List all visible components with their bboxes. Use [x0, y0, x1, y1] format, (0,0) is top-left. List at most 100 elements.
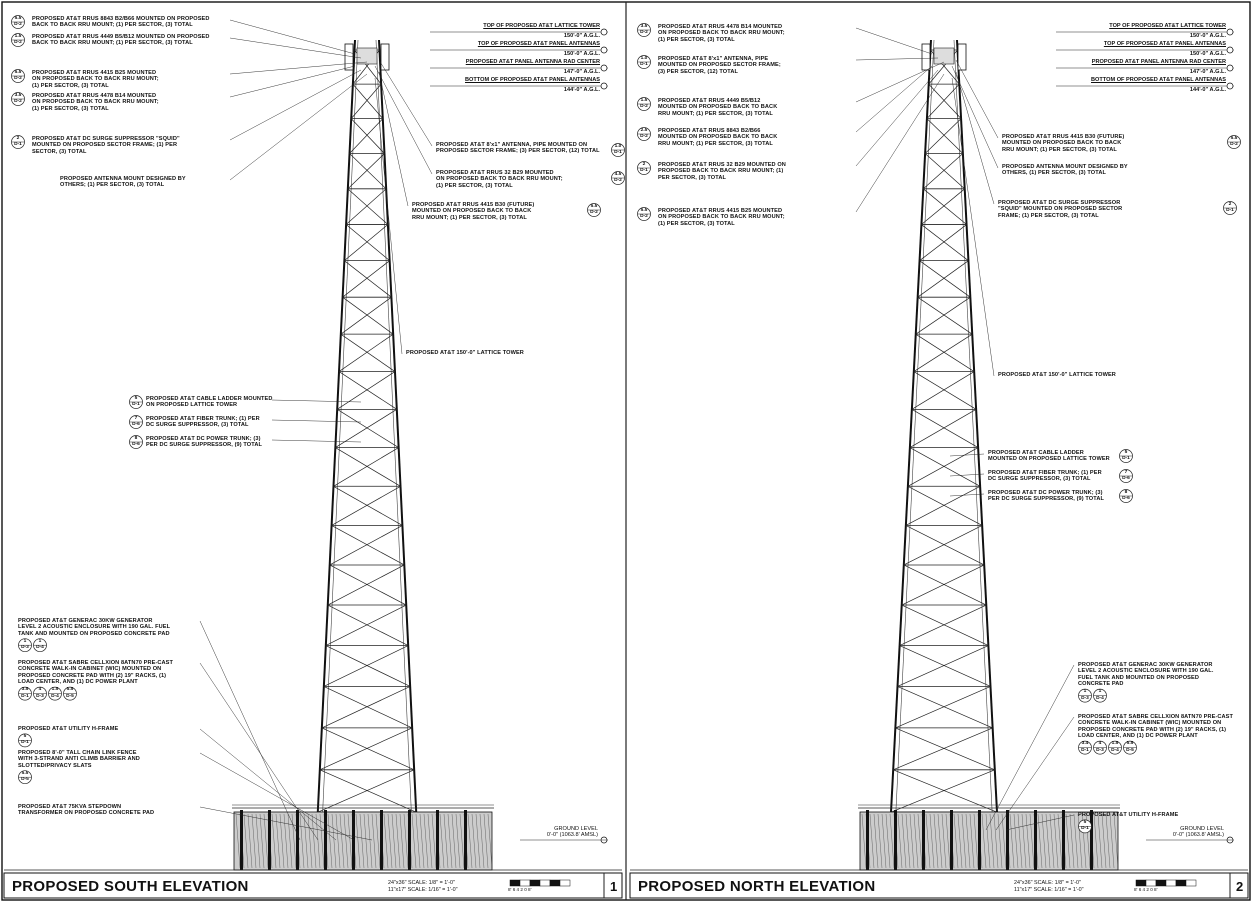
leader-line — [199, 620, 301, 841]
detail-callout-tag: 5.5 D-2 — [14, 69, 22, 81]
tower-brace — [338, 333, 394, 372]
leader-line — [199, 752, 355, 841]
fence-mesh — [997, 813, 1003, 869]
fence-post — [408, 810, 411, 870]
equipment-note: PROPOSED AT&T RRUS 4478 B14 MOUNTED ON P… — [32, 93, 159, 112]
tower-leg-right — [378, 39, 420, 871]
leader-line — [995, 716, 1075, 831]
fence-mesh — [411, 813, 417, 869]
detail-callout-tag: 5 D-1 — [1081, 820, 1089, 832]
tower-brace — [893, 769, 998, 813]
fence-mesh — [439, 813, 445, 869]
fence-mesh — [391, 813, 397, 869]
detail-callout-tag: 5.5 D-5 — [66, 687, 74, 699]
scale-note: 24"x36" SCALE: 1/8" = 1'-0" 11"x17" SCAL… — [388, 880, 458, 893]
tower-brace — [903, 525, 983, 566]
fence-post — [922, 810, 925, 870]
tower-brace — [337, 371, 396, 410]
detail-callout-tag: 4.5 D-2 — [614, 171, 622, 183]
fence-mesh — [243, 813, 249, 869]
tower-brace — [907, 485, 983, 526]
tower-brace — [319, 727, 413, 771]
leader-line — [229, 19, 356, 55]
scale-bar-segment — [1135, 879, 1147, 887]
elevation-label: BOTTOM OF PROPOSED AT&T PANEL ANTENNAS — [1091, 77, 1226, 83]
elevation-value: 144'-0" A.G.L. — [563, 87, 600, 93]
tower-brace — [917, 296, 973, 335]
fence-mesh — [279, 813, 285, 869]
tower-leg-inner — [892, 39, 935, 871]
tower-brace — [344, 224, 389, 261]
equipment-note: PROPOSED ANTENNA MOUNT DESIGNED BY OTHER… — [1002, 164, 1128, 177]
elevation-title: PROPOSED NORTH ELEVATION — [638, 878, 876, 895]
tower-brace — [338, 371, 397, 410]
panel-antenna — [380, 43, 390, 71]
tower-brace — [335, 447, 401, 487]
detail-callout-tag: 1 D-3 — [1081, 689, 1089, 701]
fence-mesh — [1077, 813, 1083, 869]
leader-line — [199, 728, 337, 841]
tower-brace — [915, 296, 971, 335]
fence-mesh — [247, 813, 253, 869]
fence-post — [1006, 810, 1009, 870]
leader-line — [949, 453, 985, 457]
fence-mesh — [897, 813, 903, 869]
tower-brace — [915, 333, 975, 372]
tower-brace — [897, 686, 993, 729]
fence-mesh — [969, 813, 975, 869]
title-block — [629, 872, 1249, 899]
leader-line — [229, 61, 368, 75]
leader-line — [229, 65, 356, 98]
tower-brace — [901, 564, 985, 606]
elevation-value: 144'-0" A.G.L. — [1189, 87, 1226, 93]
tower-leg-inner — [319, 39, 359, 871]
leader-line — [1005, 814, 1075, 831]
tower-brace — [921, 224, 969, 261]
elevation-label: BOTTOM OF PROPOSED AT&T PANEL ANTENNAS — [465, 77, 600, 83]
tower-leg-inner — [953, 39, 996, 871]
equipment-note: PROPOSED AT&T SABRE CELLXION 8ATN70 PRE-… — [1078, 714, 1234, 740]
fence-post — [268, 810, 271, 870]
equipment-note: PROPOSED AT&T DC SURGE SUPPRESSOR "SQUID… — [998, 200, 1123, 219]
fence-mesh — [331, 813, 337, 869]
fence-mesh — [403, 813, 409, 869]
fence-mesh — [965, 813, 971, 869]
equipment-note: PROPOSED AT&T GENERAC 30KW GENERATOR LEV… — [18, 618, 171, 637]
fence-mesh — [367, 813, 373, 869]
leader-line — [229, 69, 362, 141]
fence-mesh — [941, 813, 947, 869]
tower-brace — [323, 645, 409, 687]
scale-bar-ticks: 8' 6 4 2 0 8' — [1134, 887, 1158, 892]
equipment-note: PROPOSED AT&T RRUS 8843 B2/B66 MOUNTED O… — [32, 16, 210, 29]
tower-brace — [909, 447, 981, 487]
tower-brace — [331, 525, 405, 566]
fence-mesh — [937, 813, 943, 869]
fence-mesh — [427, 813, 433, 869]
fence-mesh — [343, 813, 349, 869]
fence-mesh — [961, 813, 967, 869]
elevation-label: PROPOSED AT&T PANEL ANTENNA RAD CENTER — [465, 59, 600, 65]
fence-post — [978, 810, 981, 870]
fence-mesh — [1029, 813, 1035, 869]
tower-brace — [919, 224, 967, 261]
fence-mesh — [1001, 813, 1007, 869]
tower-brace — [333, 447, 399, 487]
fence-mesh — [1017, 813, 1023, 869]
equipment-note: PROPOSED AT&T RRUS 32 B29 MOUNTED ON PRO… — [658, 162, 786, 181]
equipment-note: PROPOSED AT&T RRUS 4478 B14 MOUNTED ON P… — [658, 24, 785, 43]
fence-mesh — [471, 813, 477, 869]
fence-mesh — [933, 813, 939, 869]
fence-mesh — [475, 813, 481, 869]
fence-post — [1062, 810, 1065, 870]
equipment-note: PROPOSED AT&T 150'-0" LATTICE TOWER — [998, 372, 1116, 378]
elevation-marker-icon — [1226, 28, 1234, 36]
detail-callout-tag: 2 D-1 — [1226, 201, 1234, 213]
detail-callout-tag: 7 D-6 — [1122, 469, 1130, 481]
equipment-note: PROPOSED AT&T 8'x1" ANTENNA, PIPE MOUNTE… — [658, 56, 781, 75]
equipment-note: PROPOSED AT&T DC POWER TRUNK; (3) PER DC… — [146, 436, 263, 449]
detail-callout-tag: 1.5 D-4 — [51, 687, 59, 699]
fence-post — [866, 810, 869, 870]
fence-mesh — [1073, 813, 1079, 869]
detail-callout-tag: 1.5 D-2 — [640, 97, 648, 109]
